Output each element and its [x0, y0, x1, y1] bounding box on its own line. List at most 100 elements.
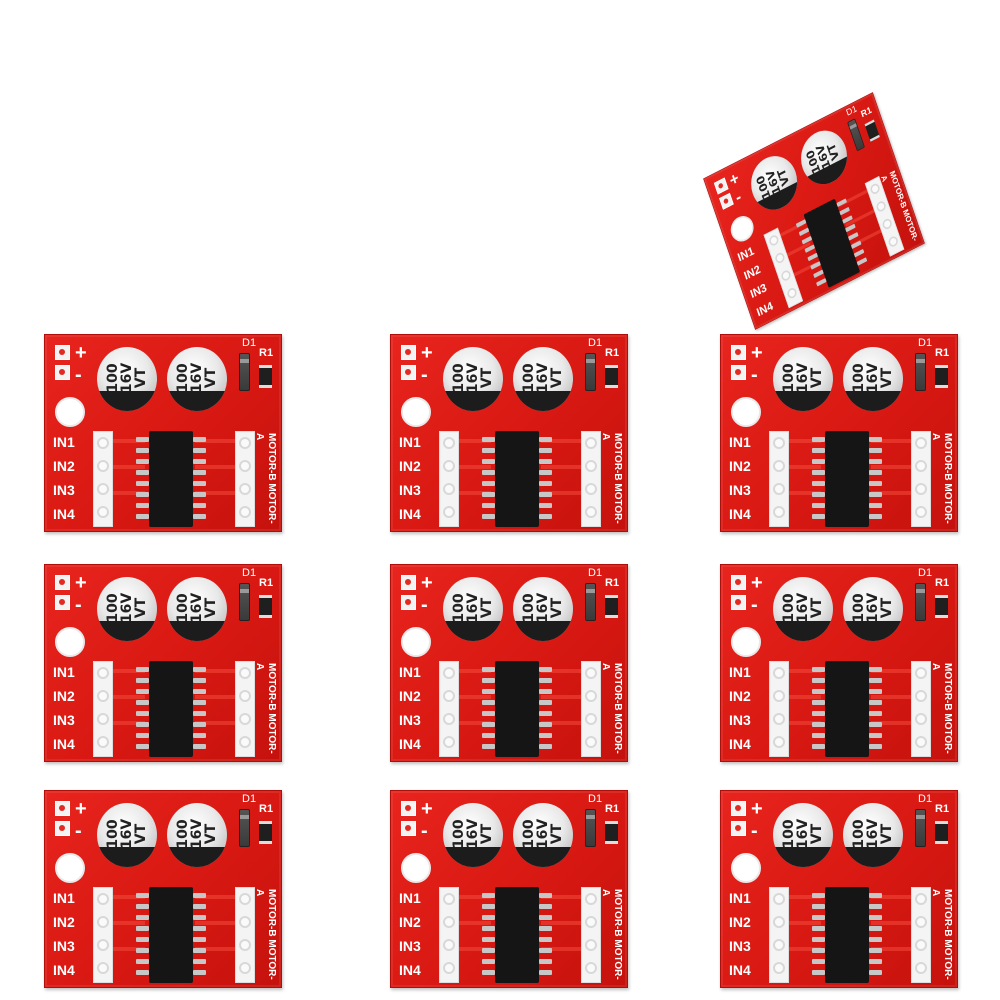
capacitor-stripe	[843, 391, 903, 411]
capacitor-left: 100 16V VT	[443, 577, 503, 641]
h-bridge-chip	[495, 887, 539, 983]
input-label-in1: IN1	[729, 890, 751, 906]
chip-leg	[539, 744, 552, 749]
input-label-in1: IN1	[53, 890, 75, 906]
power-pad-plus	[731, 575, 746, 590]
h-bridge-chip	[825, 887, 869, 983]
mounting-hole	[401, 397, 431, 427]
pcb-trace	[773, 669, 821, 673]
pcb-trace	[871, 465, 931, 469]
pcb-trace	[871, 669, 931, 673]
header-pin	[915, 690, 927, 702]
chip-leg	[193, 492, 206, 497]
motor-label: MOTOR-B MOTOR-A	[930, 433, 953, 524]
header-pin	[443, 939, 455, 951]
chip-leg	[136, 959, 149, 964]
capacitor-left: 100 16V VT	[97, 803, 157, 867]
input-pin-header	[439, 661, 459, 757]
header-pin	[239, 460, 251, 472]
chip-leg	[136, 667, 149, 672]
pcb-trace	[871, 721, 931, 725]
chip-leg	[482, 514, 495, 519]
minus-label: -	[75, 364, 82, 386]
chip-leg	[136, 700, 149, 705]
input-pin-header	[769, 431, 789, 527]
motor-pin-header	[911, 887, 931, 983]
resistor	[259, 365, 272, 388]
capacitor-stripe	[443, 621, 503, 641]
power-pad-plus	[55, 801, 70, 816]
input-label-in2: IN2	[729, 914, 751, 930]
pcb-trace	[541, 921, 601, 925]
motor-label: MOTOR-B MOTOR-A	[600, 663, 623, 754]
power-pad-plus	[731, 345, 746, 360]
capacitor-label: 100 16V VT	[451, 592, 495, 623]
chip-leg	[193, 667, 206, 672]
chip-leg	[869, 937, 882, 942]
chip-leg	[482, 667, 495, 672]
capacitor-label: 100 16V VT	[175, 818, 219, 849]
chip-leg	[812, 937, 825, 942]
header-pin	[97, 667, 109, 679]
header-pin	[768, 233, 780, 248]
chip-leg	[812, 481, 825, 486]
chip-leg	[539, 470, 552, 475]
header-pin	[585, 690, 597, 702]
chip-leg	[869, 700, 882, 705]
resistor	[864, 119, 880, 142]
input-label-in2: IN2	[729, 458, 751, 474]
header-pin	[773, 962, 785, 974]
input-pin-header	[769, 887, 789, 983]
pcb-trace	[97, 439, 145, 443]
header-pin	[915, 460, 927, 472]
minus-label: -	[421, 594, 428, 616]
header-pin	[774, 251, 786, 265]
chip-leg	[812, 970, 825, 975]
pcb-trace	[443, 921, 491, 925]
chip-leg	[136, 503, 149, 508]
input-label-in2: IN2	[53, 458, 75, 474]
capacitor-stripe	[513, 847, 573, 867]
chip-leg	[482, 722, 495, 727]
input-label-in4: IN4	[53, 962, 75, 978]
header-pin	[915, 506, 927, 518]
chip-leg	[482, 970, 495, 975]
pcb-trace	[541, 695, 601, 699]
resistor	[605, 821, 618, 844]
chip-leg	[812, 744, 825, 749]
plus-label: +	[751, 798, 763, 820]
input-label-in2: IN2	[729, 688, 751, 704]
chip-leg	[812, 893, 825, 898]
plus-label: +	[75, 798, 87, 820]
header-pin	[915, 483, 927, 495]
chip-leg	[136, 915, 149, 920]
d1-label: D1	[242, 793, 257, 805]
chip-leg	[193, 689, 206, 694]
input-label-in1: IN1	[399, 434, 421, 450]
resistor	[935, 365, 948, 388]
chip-leg	[812, 678, 825, 683]
h-bridge-chip	[825, 431, 869, 527]
chip-leg	[869, 926, 882, 931]
mounting-hole	[731, 853, 761, 883]
input-label-in1: IN1	[399, 890, 421, 906]
chip-leg	[539, 448, 552, 453]
motor-pin-header	[235, 887, 255, 983]
chip-leg	[869, 959, 882, 964]
power-pad-minus	[731, 595, 746, 610]
input-pin-header	[763, 227, 804, 309]
power-pad-plus	[55, 345, 70, 360]
capacitor-right: 100 16V VT	[513, 803, 573, 867]
header-pin	[443, 962, 455, 974]
pcb-trace	[97, 895, 145, 899]
h-bridge-chip	[495, 661, 539, 757]
capacitor-left: 100 16V VT	[443, 347, 503, 411]
plus-label: +	[421, 798, 433, 820]
chip-leg	[539, 948, 552, 953]
chip-leg	[193, 937, 206, 942]
capacitor-label: 100 16V VT	[105, 362, 149, 393]
